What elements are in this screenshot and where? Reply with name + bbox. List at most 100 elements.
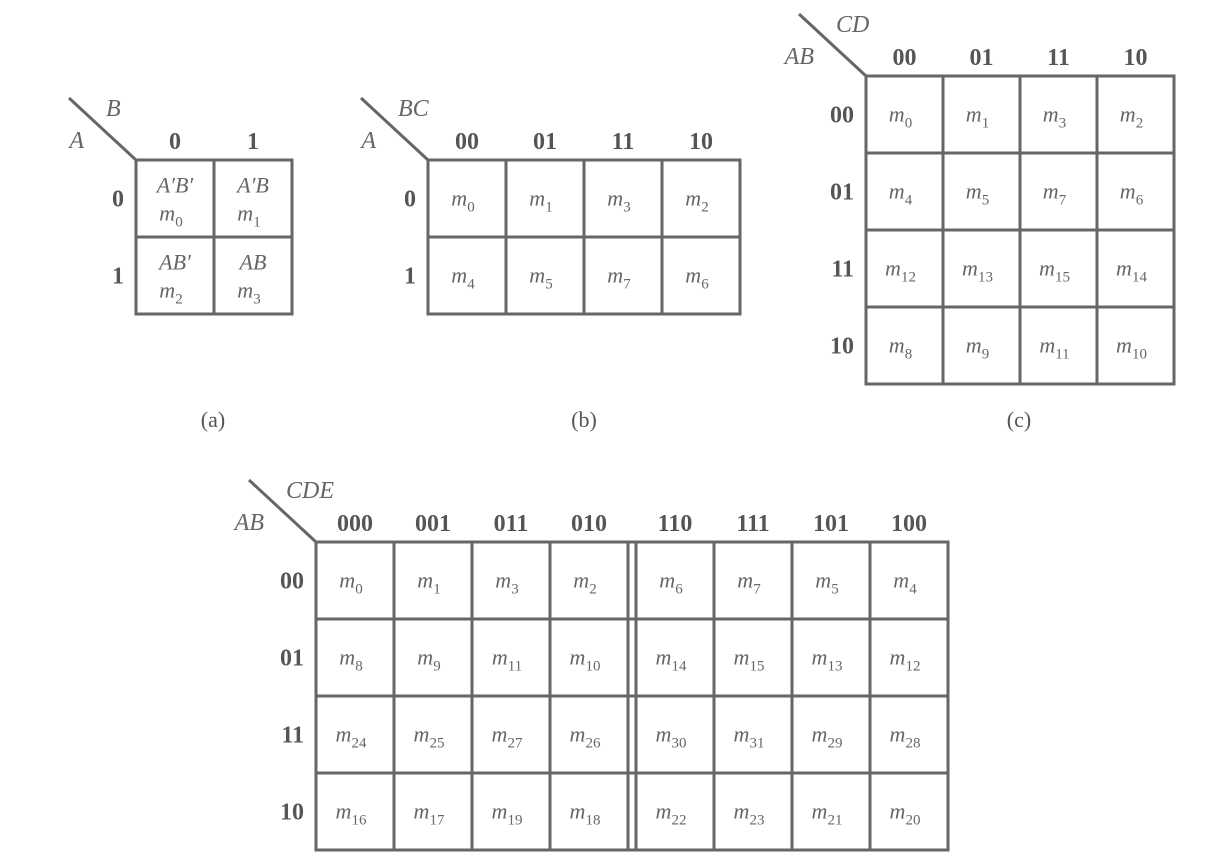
kmap-column-header: 011 <box>494 511 529 537</box>
kmap-minterm-label: m0 <box>339 568 362 598</box>
kmap-minterm-base: m <box>495 568 511 593</box>
kmap-minterm-label: m27 <box>492 722 523 752</box>
kmap-column-header: 100 <box>891 511 927 537</box>
kmap-minterm-base: m <box>966 333 982 358</box>
kmap-minterm-subscript: 0 <box>175 215 183 231</box>
kmap-minterm-label: m25 <box>414 722 445 752</box>
kmap-row-variable: A <box>67 128 84 154</box>
kmap-minterm-label: m5 <box>529 263 552 293</box>
kmap-minterm-label: m22 <box>656 799 687 829</box>
kmap-caption: (b) <box>571 407 597 432</box>
kmap-cell: m29 <box>812 722 843 752</box>
kmap-minterm-label: m2 <box>685 186 708 216</box>
kmap-minterm-base: m <box>1039 333 1055 358</box>
kmap-minterm-subscript: 13 <box>827 659 842 675</box>
kmap-row-variable: A <box>359 128 376 154</box>
kmap-minterm-label: m10 <box>570 645 601 675</box>
kmap-cell-product: A′B <box>235 173 269 198</box>
kmap-minterm-base: m <box>812 645 828 670</box>
kmap-minterm-subscript: 2 <box>589 582 597 598</box>
kmap-minterm-subscript: 4 <box>467 277 475 293</box>
kmap-minterm-base: m <box>417 568 433 593</box>
kmap-minterm-base: m <box>890 799 906 824</box>
kmap-row-header: 10 <box>280 800 304 826</box>
kmap-minterm-base: m <box>966 102 982 127</box>
kmap-minterm-base: m <box>889 333 905 358</box>
kmap-row-header: 01 <box>280 646 304 672</box>
kmap-minterm-label: m9 <box>417 645 440 675</box>
kmap-row-header: 0 <box>404 187 416 213</box>
kmap-minterm-subscript: 6 <box>1136 193 1144 209</box>
kmap-minterm-subscript: 9 <box>982 347 990 363</box>
kmap-cell: m7 <box>607 263 631 293</box>
kmap-cell: m16 <box>336 799 367 829</box>
kmap-cell: m25 <box>414 722 445 752</box>
kmap-minterm-subscript: 14 <box>1132 270 1148 286</box>
kmap-minterm-base: m <box>685 186 701 211</box>
kmap-minterm-label: m7 <box>737 568 761 598</box>
kmap-cell: m15 <box>734 645 765 675</box>
kmap-cell: m28 <box>890 722 921 752</box>
kmap-minterm-subscript: 0 <box>355 582 363 598</box>
kmap-cell-product: AB <box>238 250 267 275</box>
kmap-column-header: 000 <box>337 511 373 537</box>
kmap-column-header: 00 <box>455 129 479 155</box>
kmap-cell: m21 <box>812 799 843 829</box>
kmap-minterm-base: m <box>685 263 701 288</box>
kmap-cell: m7 <box>737 568 761 598</box>
kmap-minterm-label: m19 <box>492 799 523 829</box>
kmap-cell: m1 <box>966 102 989 132</box>
kmap-minterm-label: m3 <box>607 186 630 216</box>
kmap-minterm-subscript: 18 <box>585 813 600 829</box>
kmap-minterm-base: m <box>656 799 672 824</box>
kmap-column-header: 01 <box>533 129 557 155</box>
kmap-minterm-label: m24 <box>336 722 367 752</box>
kmap-minterm-base: m <box>529 263 545 288</box>
kmap-minterm-base: m <box>885 256 901 281</box>
kmap-row-header: 00 <box>280 569 304 595</box>
kmap-minterm-subscript: 15 <box>1055 270 1070 286</box>
kmap-column-header: 10 <box>689 129 713 155</box>
kmap-minterm-subscript: 7 <box>1059 193 1067 209</box>
kmap-minterm-base: m <box>734 722 750 747</box>
kmap-cell: m22 <box>656 799 687 829</box>
kmap-minterm-label: m7 <box>607 263 631 293</box>
kmap-minterm-label: m8 <box>339 645 362 675</box>
kmap-minterm-label: m0 <box>159 201 182 231</box>
kmap-minterm-label: m1 <box>417 568 440 598</box>
kmap-cell: m30 <box>656 722 687 752</box>
kmap-minterm-subscript: 4 <box>905 193 913 209</box>
kmap-row-variable: AB <box>233 510 265 536</box>
kmap-minterm-label: m12 <box>885 256 916 286</box>
kmap-minterm-subscript: 24 <box>351 736 367 752</box>
kmap-corner-diagonal <box>797 12 868 78</box>
kmap-column-header: 110 <box>658 511 693 537</box>
kmap-minterm-label: m7 <box>1043 179 1067 209</box>
kmap-minterm-base: m <box>336 799 352 824</box>
kmap-column-header: 00 <box>893 45 917 71</box>
kmap-minterm-base: m <box>889 179 905 204</box>
kmap-row-variable: AB <box>783 44 815 70</box>
kmap-minterm-subscript: 4 <box>909 582 917 598</box>
kmap-caption: (c) <box>1007 407 1031 432</box>
kmap-cell: m4 <box>451 263 475 293</box>
kmap-minterm-label: m31 <box>734 722 765 752</box>
kmap-minterm-label: m9 <box>966 333 989 363</box>
kmap-minterm-base: m <box>1120 102 1136 127</box>
kmap-cell: m13 <box>962 256 993 286</box>
kmap-minterm-base: m <box>966 179 982 204</box>
kmap-minterm-base: m <box>159 278 175 303</box>
kmap-minterm-base: m <box>1116 256 1132 281</box>
kmap-cell: m3 <box>495 568 518 598</box>
kmap-minterm-subscript: 5 <box>982 193 990 209</box>
kmap-cell: m5 <box>529 263 552 293</box>
kmap-minterm-subscript: 31 <box>749 736 764 752</box>
kmap-row-header: 01 <box>830 180 854 206</box>
kmap-minterm-subscript: 27 <box>507 736 523 752</box>
kmap-minterm-subscript: 3 <box>253 292 261 308</box>
kmap-minterm-label: m6 <box>685 263 709 293</box>
kmap-row-header: 00 <box>830 103 854 129</box>
kmap-minterm-base: m <box>607 186 623 211</box>
